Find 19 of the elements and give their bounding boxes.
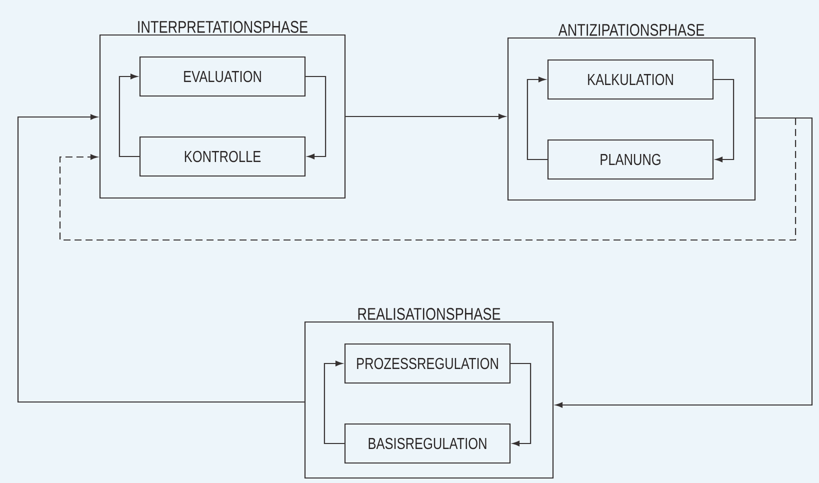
arrow xyxy=(526,76,548,160)
arrow xyxy=(17,114,304,403)
arrow xyxy=(556,117,813,408)
node-label: REALISATIONSPHASE xyxy=(358,308,500,320)
process-box: PLANUNG xyxy=(547,139,714,180)
arrow xyxy=(714,78,734,162)
arrow xyxy=(306,76,326,160)
arrow xyxy=(118,74,140,158)
process-box: KONTROLLE xyxy=(139,136,306,177)
node-label: INTERPRETATIONSPHASE xyxy=(138,20,308,33)
arrow xyxy=(346,114,506,120)
process-box: PROZESSREGULATION xyxy=(344,343,511,384)
process-box: EVALUATION xyxy=(139,56,306,97)
arrow xyxy=(59,118,796,241)
arrow xyxy=(510,362,532,446)
node-label: ANTIZIPATIONSPHASE xyxy=(558,24,704,36)
process-box: BASISREGULATION xyxy=(344,423,511,464)
arrow xyxy=(324,360,344,444)
process-box: KALKULATION xyxy=(547,59,714,100)
